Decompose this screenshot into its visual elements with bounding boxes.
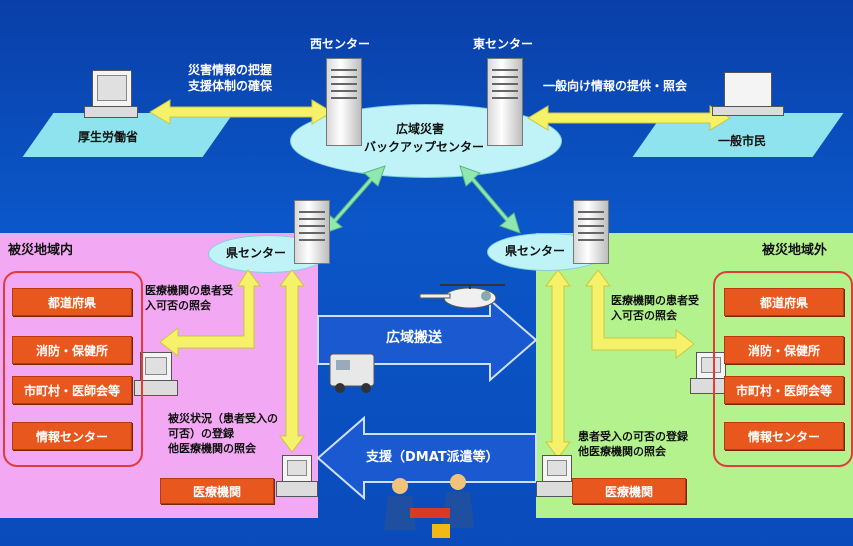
right-note-bottom-1: 患者受入の可否の登録 [578, 430, 688, 443]
right-note-top-2: 入可否の照会 [611, 309, 677, 322]
right-hospital-label: 医療機関 [572, 478, 686, 504]
pref-center-right-label: 県センター [505, 244, 566, 258]
arrow-backup-pref-right [459, 165, 521, 234]
left-note-top-2: 入可否の照会 [145, 299, 211, 312]
zone-affected-title: 被災地域内 [8, 243, 74, 258]
pref-center-left-label: 県センター [226, 246, 287, 260]
left-hospital-pc-icon [282, 455, 312, 483]
right-org-prefecture: 都道府県 [724, 288, 844, 316]
east-center-label: 東センター [473, 37, 534, 51]
left-org-municipal: 市町村・医師会等 [12, 376, 132, 404]
right-zone-arrows [545, 269, 695, 459]
left-note-bottom-1: 被災状況（患者受入の [168, 412, 278, 425]
public-label: 一般市民 [718, 134, 767, 148]
left-hospital-label: 医療機関 [160, 478, 274, 504]
pref-right-server [573, 200, 609, 264]
left-hospital-pc-base [276, 481, 318, 497]
left-org-prefecture: 都道府県 [12, 288, 132, 316]
public-laptop-icon [724, 72, 772, 108]
ministry-link-label-2: 支援体制の確保 [188, 79, 273, 93]
right-org-municipal: 市町村・医師会等 [724, 376, 844, 404]
zone-unaffected-area [536, 233, 853, 518]
left-note-top-1: 医療機関の患者受 [145, 284, 233, 297]
left-org-fire-health: 消防・保健所 [12, 336, 132, 364]
public-laptop-base [712, 106, 784, 116]
left-note-bottom-3: 他医療機関の照会 [168, 442, 256, 455]
rescuers-icon [384, 474, 474, 538]
east-center-server [487, 58, 523, 146]
right-hospital-pc-icon [542, 455, 572, 483]
left-org-info-center: 情報センター [12, 422, 132, 450]
support-label: 支援（DMAT派遣等） [366, 450, 499, 465]
right-org-group [713, 271, 853, 467]
backup-center-label-1: 広域災害 [396, 122, 445, 136]
ministry-pc-icon [92, 70, 132, 108]
left-pc-base [134, 380, 178, 396]
zone-unaffected-title: 被災地域外 [762, 243, 828, 258]
west-center-server [326, 58, 362, 146]
left-org-group [3, 271, 143, 467]
backup-center-label-2: バックアップセンター [364, 140, 485, 154]
ministry-pc-base [84, 106, 138, 118]
left-pc-icon [140, 352, 172, 382]
right-note-bottom-2: 他医療機関の照会 [578, 445, 666, 458]
left-zone-arrows [159, 269, 305, 453]
helicopter-icon [419, 284, 505, 309]
left-note-bottom-2: 可否）の登録 [168, 427, 234, 440]
right-note-top-1: 医療機関の患者受 [611, 294, 699, 307]
ministry-label: 厚生労働省 [78, 130, 139, 144]
public-link-label: 一般向け情報の提供・照会 [543, 79, 688, 93]
transport-label: 広域搬送 [386, 330, 442, 346]
ministry-link-label-1: 災害情報の把握 [188, 63, 273, 77]
ambulance-icon [329, 353, 375, 393]
arrow-support [316, 415, 537, 501]
right-org-info-center: 情報センター [724, 422, 844, 450]
arrow-east-public [527, 105, 731, 131]
right-org-fire-health: 消防・保健所 [724, 336, 844, 364]
west-center-label: 西センター [310, 37, 371, 51]
pref-left-server [294, 200, 330, 264]
